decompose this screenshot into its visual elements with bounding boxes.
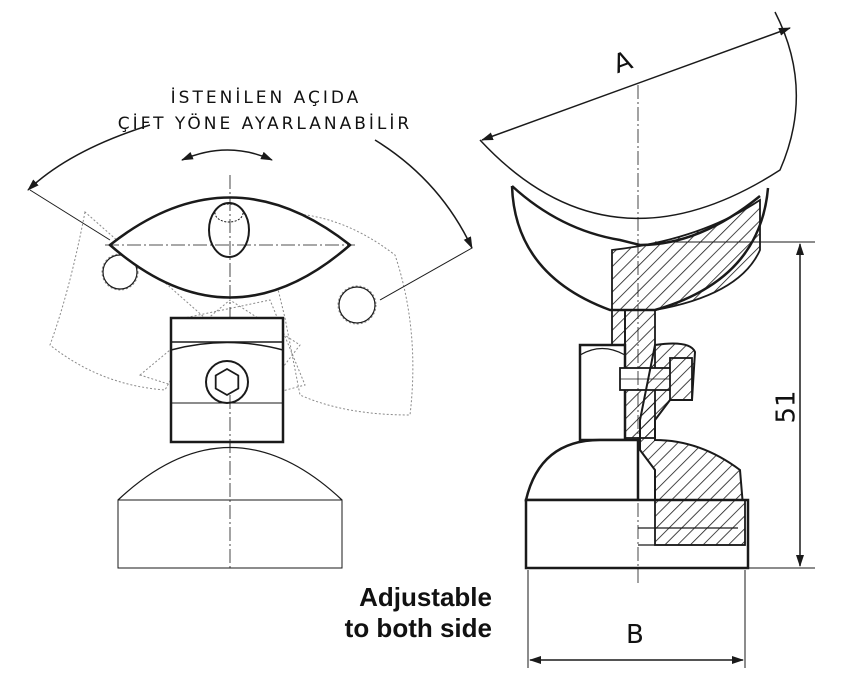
dimension-b-lines: [527, 570, 746, 668]
section-base-dome: [524, 438, 640, 502]
english-caption-line1: Adjustable: [359, 582, 492, 612]
angle-arrow-left: [27, 124, 151, 191]
turkish-caption-line1: İSTENİLEN AÇIDA: [170, 88, 362, 108]
dimension-b-label: B: [626, 620, 644, 650]
section-view: [479, 11, 815, 668]
front-centerlines: [105, 175, 355, 570]
dimension-51-lines: [655, 241, 815, 569]
section-ball-hatch: [611, 198, 761, 361]
angle-arrow-small: [181, 149, 273, 161]
dimension-height-label: 51: [771, 390, 802, 424]
turkish-caption-line2: ÇİFT YÖNE AYARLANABİLİR: [117, 114, 413, 134]
side-bolt-heads: [102, 254, 376, 324]
section-left-collar: [578, 343, 627, 442]
front-top-hole: [208, 202, 250, 258]
hex-socket-bolt: [205, 360, 249, 404]
english-caption-line2: to both side: [344, 613, 492, 643]
front-view: [27, 124, 473, 570]
angle-arrow-right: [374, 139, 473, 249]
ball-radius-arc: [479, 11, 797, 220]
